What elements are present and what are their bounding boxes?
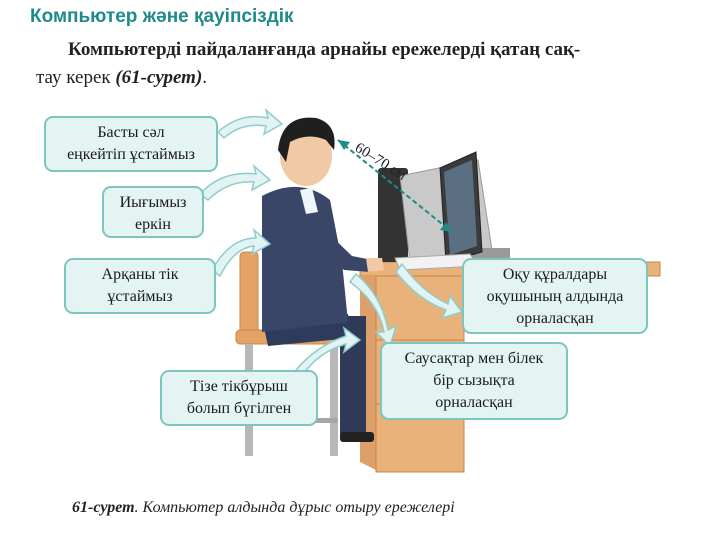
figure-caption-label: 61-сурет bbox=[72, 499, 135, 516]
callout-shoulders-line1: Иығымыз bbox=[119, 194, 187, 211]
callout-materials-line2: оқушының алдында bbox=[486, 288, 624, 305]
monitor-stand bbox=[470, 248, 510, 258]
intro-paragraph: Компьютерді пайдаланғанда арнайы ережеле… bbox=[36, 36, 676, 92]
callout-back-line1: Арқаны тік bbox=[101, 266, 179, 283]
intro-line-2: тау керек (61-сурет). bbox=[36, 64, 676, 92]
callout-materials: Оқу құралдары оқушының алдында орналасқа… bbox=[462, 258, 648, 334]
callout-knees-line2: болып бүгілген bbox=[186, 400, 292, 417]
callout-wrists-line2: бір сызықта bbox=[433, 372, 515, 389]
callout-arrows bbox=[198, 107, 464, 378]
callout-materials-line1: Оқу құралдары bbox=[502, 266, 608, 283]
intro-line-2-text: тау керек bbox=[36, 67, 116, 88]
callout-wrists: Саусақтар мен білек бір сызықта орналасқ… bbox=[380, 342, 568, 420]
intro-line-2-end: . bbox=[202, 67, 208, 88]
callout-shoulders: Иығымыз еркін bbox=[102, 186, 204, 238]
callout-head-line1: Басты сәл bbox=[97, 124, 165, 141]
callout-shoulders-line2: еркін bbox=[135, 216, 171, 233]
figure-caption-text: . Компьютер алдында дұрыс отыру ережелер… bbox=[134, 499, 455, 516]
callout-back: Арқаны тік ұстаймыз bbox=[64, 258, 216, 314]
callout-wrists-line3: орналасқан bbox=[435, 394, 513, 411]
figure-caption: 61-сурет. Компьютер алдында дұрыс отыру … bbox=[72, 499, 455, 517]
callout-head-line2: еңкейтіп ұстаймыз bbox=[67, 146, 195, 163]
callout-wrists-line1: Саусақтар мен білек bbox=[404, 350, 544, 367]
callout-knees-line1: Тізе тікбұрыш bbox=[190, 378, 288, 395]
callout-knees: Тізе тікбұрыш болып бүгілген bbox=[160, 370, 318, 426]
callout-materials-line3: орналасқан bbox=[516, 310, 594, 327]
callout-head: Басты сәл еңкейтіп ұстаймыз bbox=[44, 116, 218, 172]
distance-line bbox=[337, 139, 453, 233]
intro-line-1: Компьютерді пайдаланғанда арнайы ережеле… bbox=[68, 39, 581, 60]
section-title: Компьютер және қауіпсіздік bbox=[30, 6, 294, 27]
callout-back-line2: ұстаймыз bbox=[107, 288, 173, 305]
figure-reference: (61-сурет) bbox=[115, 67, 203, 88]
